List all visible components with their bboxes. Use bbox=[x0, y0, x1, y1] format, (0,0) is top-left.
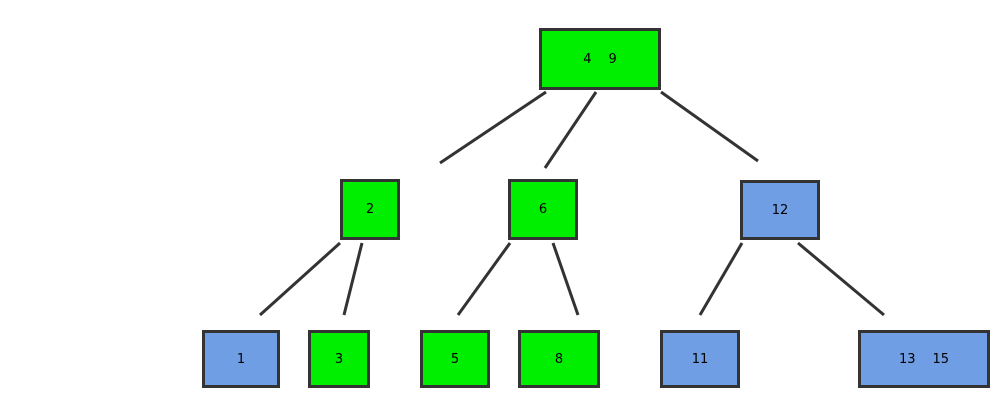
tree-node-l1[interactable]: 1 bbox=[202, 330, 280, 388]
tree-node-keys: 1 bbox=[237, 353, 245, 366]
tree-node-l1315[interactable]: 13 15 bbox=[858, 330, 990, 388]
tree-node-key: 9 bbox=[608, 51, 617, 67]
tree-edge-n12-to-l1315 bbox=[797, 241, 885, 317]
tree-node-keys: 12 bbox=[772, 204, 789, 217]
tree-node-n2[interactable]: 2 bbox=[340, 179, 400, 240]
tree-node-keys: 5 bbox=[451, 353, 459, 366]
tree-edge-root-to-n2 bbox=[439, 90, 547, 165]
tree-node-key: 1 bbox=[236, 351, 246, 367]
tree-node-key: 2 bbox=[365, 202, 375, 217]
tree-node-keys: 13 15 bbox=[899, 353, 949, 366]
tree-node-l5[interactable]: 5 bbox=[420, 330, 490, 388]
tree-edge-n12-to-l11 bbox=[698, 242, 744, 316]
tree-edge-n6-to-l5 bbox=[456, 242, 512, 316]
tree-node-key: 12 bbox=[771, 202, 789, 218]
tree-node-key: 4 bbox=[583, 51, 592, 67]
tree-node-keys: 6 bbox=[539, 203, 547, 216]
tree-node-key: 6 bbox=[538, 202, 548, 217]
tree-node-key: 15 bbox=[932, 351, 950, 367]
tree-node-key: 3 bbox=[334, 351, 344, 367]
tree-node-n6[interactable]: 6 bbox=[508, 179, 578, 240]
tree-node-keys: 8 bbox=[555, 353, 563, 366]
tree-edge-n2-to-l3 bbox=[342, 242, 364, 316]
tree-node-keys: 3 bbox=[335, 353, 343, 366]
tree-node-keys: 2 bbox=[366, 203, 374, 216]
tree-node-l11[interactable]: 11 bbox=[660, 330, 740, 388]
tree-node-key: 13 bbox=[898, 351, 916, 367]
tree-node-key: 11 bbox=[691, 351, 709, 367]
tree-edge-n6-to-l8 bbox=[551, 242, 580, 316]
tree-edge-root-to-n6 bbox=[543, 91, 598, 169]
tree-node-l3[interactable]: 3 bbox=[308, 330, 370, 388]
tree-node-keys: 11 bbox=[692, 353, 709, 366]
tree-node-n12[interactable]: 12 bbox=[740, 180, 820, 240]
tree-node-key: 5 bbox=[450, 351, 460, 367]
tree-node-key: 8 bbox=[554, 351, 564, 367]
tree-edge-n2-to-l1 bbox=[258, 241, 342, 317]
tree-node-l8[interactable]: 8 bbox=[518, 330, 600, 388]
tree-edge-root-to-n12 bbox=[660, 90, 759, 163]
